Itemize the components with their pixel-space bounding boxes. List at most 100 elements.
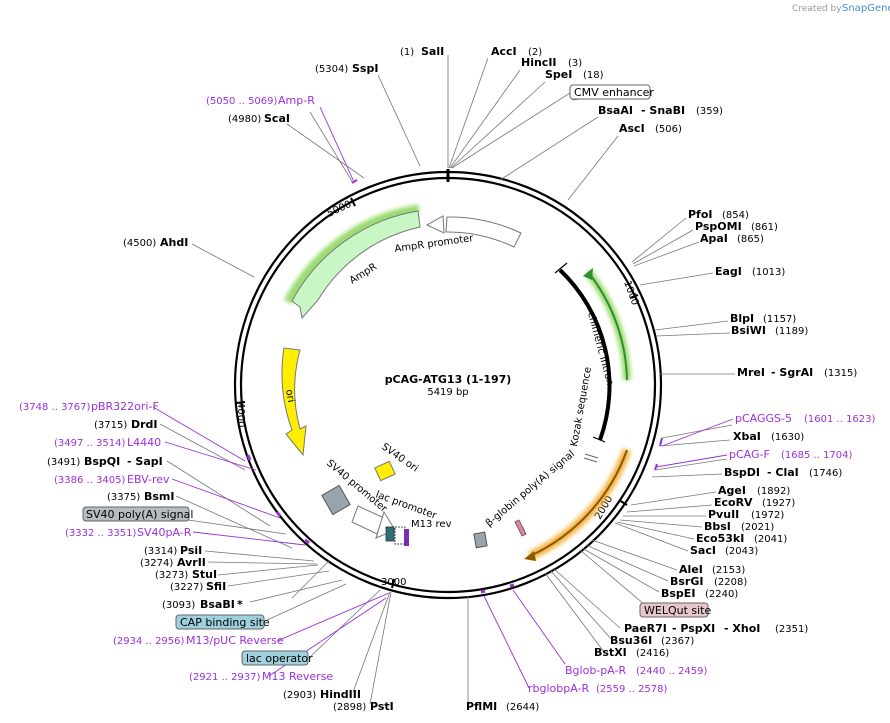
site-apai-pos: (865) <box>737 234 764 245</box>
site-psii: PsiI <box>180 544 202 557</box>
insert-arrow <box>529 449 628 557</box>
primer-ebv-pos: (3386 .. 3405) <box>54 475 126 486</box>
primer-m13r-pos: (2921 .. 2937) <box>189 672 261 683</box>
site-agei-pos: (1892) <box>757 486 790 497</box>
primer-ebv: EBV-rev <box>127 473 170 486</box>
site-pspomi-pos: (861) <box>751 222 778 233</box>
site-hincii: HincII <box>521 56 557 69</box>
primer-arc-ebv <box>275 511 282 517</box>
site-ahdi: AhdI <box>160 236 188 249</box>
site-bspqi: BspQI <box>84 455 120 468</box>
site-bstxi: BstXI <box>594 646 627 659</box>
site-drdi: DrdI <box>131 418 158 431</box>
site-mrei: MreI <box>737 366 765 379</box>
site-hindiii: HindIII <box>320 688 361 701</box>
primer-rbglob-r: rbglobpA-R <box>528 682 589 695</box>
site-bsrgi-pos: (2208) <box>714 577 747 588</box>
primer-m13puc-pos: (2934 .. 2956) <box>113 636 185 647</box>
primer-arc-bglob <box>509 583 515 588</box>
site-ecorv-pos: (1927) <box>762 498 795 509</box>
kozak-label: Kozak sequence <box>569 366 594 447</box>
primer-m13puc: M13/pUC Reverse <box>186 634 284 647</box>
feature-box-sv40polya <box>82 506 190 522</box>
site-saci: SacI <box>690 544 716 557</box>
site-bsaai: BsaAI <box>598 104 633 117</box>
site-avrii-pos: (3274) <box>140 558 173 569</box>
site-snabi: - SnaBI <box>641 104 685 117</box>
tick-mark-5000 <box>350 197 356 207</box>
site-xhoi: - XhoI <box>724 622 760 635</box>
feature-lacop-label: lac operator <box>246 652 313 665</box>
site-sfii-pos: (3227) <box>170 582 203 593</box>
site-scai-pos: (4980) <box>228 114 261 125</box>
sv40-ori-box <box>374 460 396 482</box>
feature-box-cmv <box>569 84 651 100</box>
site-eco53ki-pos: (2041) <box>754 534 787 545</box>
feature-cap-label: CAP binding site <box>180 616 270 629</box>
primer-pbr-pos: (3748 .. 3767) <box>19 402 91 413</box>
site-bsabi-star: * <box>237 598 243 611</box>
intron-bar-end <box>592 436 606 443</box>
site-eagi: EagI <box>715 265 742 278</box>
site-bsrgi: BsrGI <box>670 575 703 588</box>
feature-sv40polya-label: SV40 poly(A) signal <box>86 508 193 521</box>
site-saci-pos: (2043) <box>725 546 758 557</box>
site-asci: AscI <box>619 122 645 135</box>
site-bbsi-pos: (2021) <box>741 522 774 533</box>
site-acci-pos: (2) <box>528 47 542 58</box>
ampr-glow <box>284 204 420 305</box>
bglobin-polya-label: β-globin poly(A) signal <box>484 449 577 530</box>
primer-l4440: L4440 <box>127 436 161 449</box>
site-psti: PstI <box>370 700 394 713</box>
ampr-arrow <box>291 210 421 320</box>
primer-pbr: pBR322ori-F <box>91 400 159 413</box>
site-bsabi: BsaBI <box>200 598 235 611</box>
primer-m13r: M13 Reverse <box>262 670 333 683</box>
feature-welqut-label: WELQut site <box>644 604 711 617</box>
site-bspei: BspEI <box>661 587 695 600</box>
site-asci-pos: (506) <box>655 124 682 135</box>
site-bsiwi: BsiWI <box>731 324 766 337</box>
site-paer7i: PaeR7I <box>624 622 667 635</box>
feature-box-welqut <box>639 602 709 618</box>
site-mrei-pos: (1315) <box>824 368 857 379</box>
site-alei-pos: (2153) <box>712 565 745 576</box>
primer-ampr-r-pos: (5050 .. 5069) <box>206 96 278 107</box>
primer-sv40pa-pos: (3332 .. 3351) <box>65 528 137 539</box>
primer-pcagf-pos: (1685 .. 1704) <box>781 450 853 461</box>
primer-l4440-pos: (3497 .. 3514) <box>54 438 126 449</box>
m13rev-box <box>394 526 406 545</box>
primer-arc-rbglob <box>480 589 486 594</box>
site-avrii: AvrII <box>177 556 206 569</box>
site-sapi: - SapI <box>127 455 163 468</box>
ampr-label: AmpR <box>348 261 379 286</box>
site-acci: AccI <box>491 45 517 58</box>
tick-label-1000: 1000 <box>621 279 640 307</box>
m13rev-purple <box>404 529 409 546</box>
feature-cmv-label: CMV enhancer <box>574 86 654 99</box>
site-pfoi: PfoI <box>688 208 713 221</box>
primer-sv40pa: SV40pA-R <box>137 526 192 539</box>
site-sfii: SfiI <box>206 580 226 593</box>
site-ahdi-pos: (4500) <box>123 238 156 249</box>
site-bsu36i: Bsu36I <box>610 634 652 647</box>
pink-feature <box>514 519 527 537</box>
site-bspqi-pos: (3491) <box>47 457 80 468</box>
tick-mark-2000 <box>618 499 628 506</box>
primer-pcaggs5: pCAGGS-5 <box>735 412 792 425</box>
site-pfimi: PflMI <box>466 700 497 713</box>
site-blpi-pos: (1157) <box>763 314 796 325</box>
primer-pcagf: pCAG-F <box>729 448 770 461</box>
site-xbai-pos: (1630) <box>771 432 804 443</box>
primer-bglob-r: Bglob-pA-R <box>565 664 627 677</box>
tick-label-4000: 4000 <box>235 402 246 427</box>
primer-rbglob-r-pos: (2559 .. 2578) <box>596 684 668 695</box>
cag-arrowhead <box>583 268 593 280</box>
site-pfimi-pos: (2644) <box>506 702 539 713</box>
ampr-promoter-arrow <box>445 216 522 248</box>
plasmid-name: pCAG-ATG13 (1-197) <box>385 373 512 386</box>
site-stui-pos: (3273) <box>155 570 188 581</box>
ori-label: ori <box>283 389 296 404</box>
site-pvuii-pos: (1972) <box>751 510 784 521</box>
